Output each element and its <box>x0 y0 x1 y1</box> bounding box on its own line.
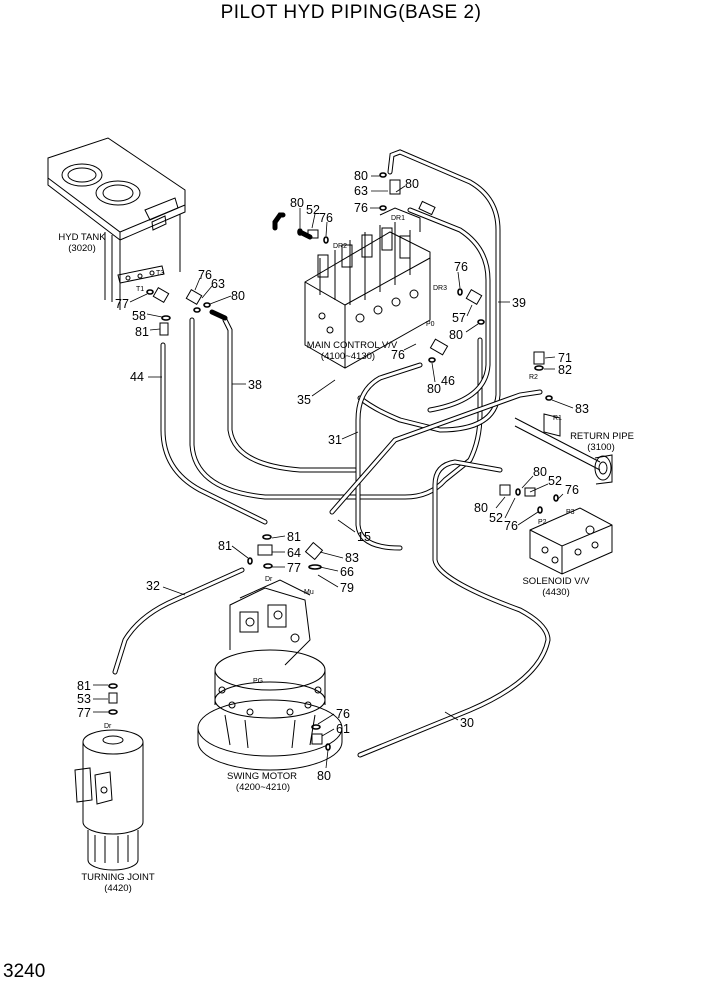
part-callout: 76 <box>336 707 350 721</box>
part-callout: 77 <box>77 706 91 720</box>
hyd-tank-label: HYD TANK <box>58 232 106 243</box>
part-callout: 71 <box>558 351 572 365</box>
part-callout: 77 <box>287 561 301 575</box>
part-callout: 80 <box>354 169 368 183</box>
part-callout: 44 <box>130 370 144 384</box>
part-callout: 38 <box>248 378 262 392</box>
part-callout: 32 <box>146 579 160 593</box>
solenoid-valve-drawing <box>529 507 613 575</box>
part-callout: 80 <box>533 465 547 479</box>
part-callout: 80 <box>317 769 331 783</box>
main-control-valve-drawing <box>304 207 431 369</box>
part-callout: 66 <box>340 565 354 579</box>
part-callout: 58 <box>132 309 146 323</box>
page-number: 3240 <box>3 961 46 982</box>
swing-motor-ref: (4200~4210) <box>236 782 290 793</box>
main-control-valve-label: MAIN CONTROL V/V <box>307 340 398 351</box>
part-callout: 81 <box>77 679 91 693</box>
port-label: Mu <box>304 589 314 596</box>
port-label: DR1 <box>391 215 405 222</box>
part-callout: 80 <box>231 289 245 303</box>
part-callout: 83 <box>345 551 359 565</box>
port-label: P3 <box>566 509 575 516</box>
part-callout: 31 <box>328 433 342 447</box>
port-label: T3 <box>156 270 164 277</box>
port-label: Dr <box>265 576 273 583</box>
part-callout: 80 <box>474 501 488 515</box>
part-callout: 82 <box>558 363 572 377</box>
part-callout: 52 <box>306 203 320 217</box>
part-callout: 30 <box>460 716 474 730</box>
part-callout: 53 <box>77 692 91 706</box>
part-callout: 81 <box>218 539 232 553</box>
port-label: DR3 <box>433 285 447 292</box>
part-callout: 63 <box>211 277 225 291</box>
port-label: R1 <box>553 415 562 422</box>
part-callout: 46 <box>441 374 455 388</box>
part-callout: 63 <box>354 184 368 198</box>
turning-joint-ref: (4420) <box>104 883 131 894</box>
part-callout: 76 <box>504 519 518 533</box>
port-label: DR2 <box>333 243 347 250</box>
page-title: PILOT HYD PIPING(BASE 2) <box>220 2 482 23</box>
port-label: R2 <box>529 374 538 381</box>
part-callout: 80 <box>405 177 419 191</box>
part-callout: 77 <box>115 297 129 311</box>
part-callout: 76 <box>319 211 333 225</box>
return-pipe-ref: (3100) <box>587 442 614 453</box>
part-callout: 35 <box>297 393 311 407</box>
port-label: Dr <box>104 723 112 730</box>
part-callout: 81 <box>135 325 149 339</box>
leader-lines <box>93 175 574 769</box>
solenoid-valve-ref: (4430) <box>542 587 569 598</box>
turning-joint-drawing <box>74 729 144 871</box>
part-callout: 76 <box>391 348 405 362</box>
part-callout: 80 <box>427 382 441 396</box>
part-callout: 81 <box>287 530 301 544</box>
swing-motor-drawing <box>197 579 343 771</box>
part-callout: 15 <box>357 530 371 544</box>
part-callout: 76 <box>454 260 468 274</box>
hyd-tank-ref: (3020) <box>68 243 95 254</box>
part-callout: 80 <box>449 328 463 342</box>
part-callout: 76 <box>354 201 368 215</box>
port-label: T1 <box>136 286 144 293</box>
hoses <box>112 149 551 758</box>
port-label: P0 <box>426 321 435 328</box>
main-control-valve-ref: (4100~4130) <box>321 351 375 362</box>
solenoid-valve-label: SOLENOID V/V <box>522 576 590 587</box>
return-pipe-drawing <box>514 351 613 485</box>
part-callout: 80 <box>290 196 304 210</box>
part-callout: 61 <box>336 722 350 736</box>
swing-motor-label: SWING MOTOR <box>227 771 297 782</box>
hyd-tank-drawing <box>47 137 186 310</box>
port-label: PG <box>253 678 263 685</box>
return-pipe-label: RETURN PIPE <box>570 431 634 442</box>
turning-joint-label: TURNING JOINT <box>81 872 155 883</box>
port-label: P2 <box>538 519 547 526</box>
part-callout: 52 <box>489 511 503 525</box>
part-callout: 76 <box>198 268 212 282</box>
part-callout: 83 <box>575 402 589 416</box>
part-callout: 52 <box>548 474 562 488</box>
part-callout: 57 <box>452 311 466 325</box>
part-callout: 64 <box>287 546 301 560</box>
fittings <box>108 172 559 751</box>
part-callout: 76 <box>565 483 579 497</box>
part-callout: 39 <box>512 296 526 310</box>
part-callout: 79 <box>340 581 354 595</box>
